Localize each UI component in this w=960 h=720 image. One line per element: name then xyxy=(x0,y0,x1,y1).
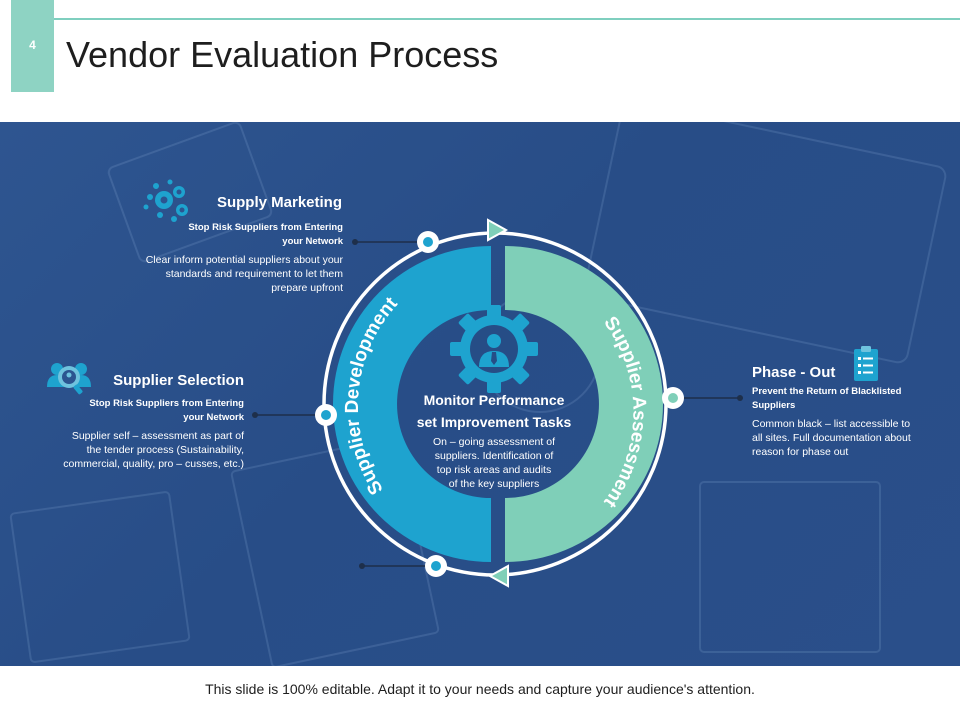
header-rule xyxy=(54,18,960,20)
phase-out-heading: Phase - Out xyxy=(752,364,836,381)
supplier-selection-block: Supplier Selection Stop Risk Suppliers f… xyxy=(30,372,244,471)
diagram-panel: Supplier Development Supplier Assessment xyxy=(0,122,960,666)
phase-out-body-line1: Common black – list accessible to xyxy=(752,418,911,430)
supply-marketing-sub-line2: your Network xyxy=(282,236,343,247)
supply-marketing-body-line3: prepare upfront xyxy=(271,282,343,294)
ring-node-left xyxy=(315,404,337,426)
center-text-block: Monitor Performance set Improvement Task… xyxy=(390,389,598,491)
center-body-line3: top risk areas and audits xyxy=(436,464,552,476)
slide-number: 4 xyxy=(29,38,36,52)
center-body-line2: suppliers. Identification of xyxy=(434,450,554,462)
supplier-selection-body-line2: the tender process (Sustainability, xyxy=(86,444,244,456)
center-body-line4: of the key suppliers xyxy=(448,478,540,490)
supplier-assessment-arc xyxy=(505,246,663,562)
phase-out-block: Phase - Out Prevent the Return of Blackl… xyxy=(752,364,948,459)
slide-number-badge: 4 xyxy=(11,0,54,92)
footer-note: This slide is 100% editable. Adapt it to… xyxy=(205,681,755,697)
phase-out-body: Common black – list accessible to all si… xyxy=(752,417,948,459)
supply-marketing-sub-line1: Stop Risk Suppliers from Entering xyxy=(188,222,343,233)
supply-marketing-body-line1: Clear inform potential suppliers about y… xyxy=(145,254,343,266)
arrow-top-icon xyxy=(487,218,509,242)
clipboard-checklist-icon xyxy=(854,346,878,381)
center-body: On – going assessment of suppliers. Iden… xyxy=(390,435,598,491)
phase-out-sub-line1: Prevent the Return of Blacklisted xyxy=(752,386,902,397)
supplier-selection-body-line3: commercial, quality, pro – cusses, etc.) xyxy=(63,458,244,470)
supplier-selection-sub-line2: your Network xyxy=(183,412,244,423)
ring-node-top-left xyxy=(417,231,439,253)
ring-node-right xyxy=(662,387,684,409)
people-search-icon xyxy=(47,363,91,395)
diagram-canvas: Supplier Development Supplier Assessment xyxy=(9,122,947,666)
supplier-selection-body: Supplier self – assessment as part of th… xyxy=(30,429,244,471)
gear-person-icon xyxy=(450,305,538,393)
page-title: Vendor Evaluation Process xyxy=(66,34,499,75)
connector-end-dots xyxy=(252,239,743,569)
supplier-selection-heading: Supplier Selection xyxy=(113,372,244,389)
phase-out-sub-line2: Suppliers xyxy=(752,400,796,411)
phase-out-body-line3: reason for phase out xyxy=(752,446,849,458)
connector-lines xyxy=(255,241,740,567)
supply-marketing-heading: Supply Marketing xyxy=(216,194,342,211)
gears-network-icon xyxy=(143,179,188,222)
ring-node-bottom xyxy=(425,555,447,577)
supply-marketing-block: Supply Marketing Stop Risk Suppliers fro… xyxy=(110,194,343,295)
supplier-development-arc xyxy=(333,246,491,562)
arrow-bottom-icon xyxy=(487,564,509,588)
phase-out-body-line2: all sites. Full documentation about xyxy=(752,432,911,444)
supplier-selection-sub-line1: Stop Risk Suppliers from Entering xyxy=(89,398,244,409)
supply-marketing-body-line2: standards and requirement to let them xyxy=(165,268,343,280)
center-title-line2: set Improvement Tasks xyxy=(416,414,572,430)
supplier-selection-body-line1: Supplier self – assessment as part of xyxy=(71,430,244,442)
supply-marketing-body: Clear inform potential suppliers about y… xyxy=(110,253,343,295)
center-title-line1: Monitor Performance xyxy=(423,392,565,408)
center-body-line1: On – going assessment of xyxy=(433,436,555,448)
